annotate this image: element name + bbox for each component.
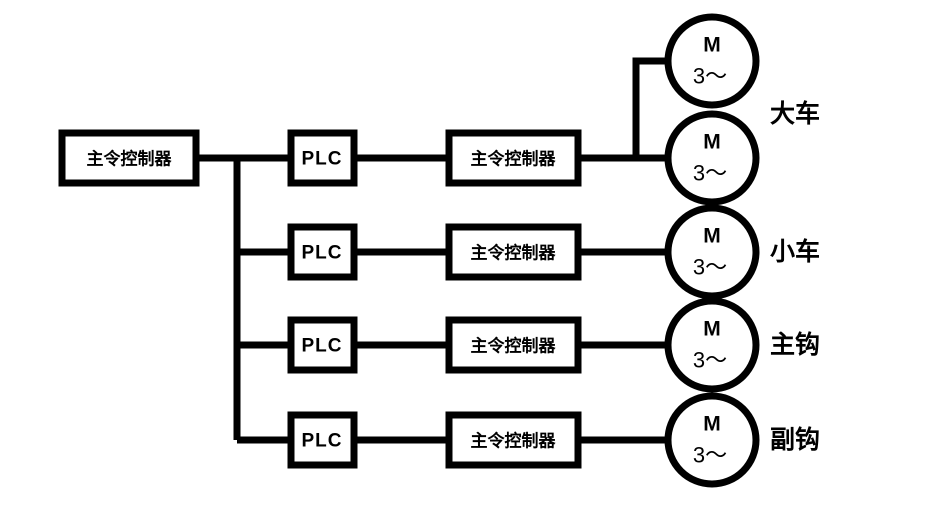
controller-box-4[interactable] bbox=[445, 411, 582, 469]
motor-circle-1a[interactable] bbox=[664, 13, 760, 109]
master-controller-label: 主令控制器 bbox=[87, 149, 173, 169]
plc-block-4[interactable]: PLC bbox=[287, 411, 358, 469]
plc-label-3: PLC bbox=[302, 336, 343, 357]
motor-letter-1a: M bbox=[703, 34, 721, 57]
controller-box-2[interactable] bbox=[445, 223, 582, 281]
side-label-fugou: 副钩 bbox=[770, 426, 820, 454]
motor-phase-4: 3～ bbox=[693, 443, 727, 468]
controller-box-3[interactable] bbox=[445, 316, 582, 374]
controller-label-3: 主令控制器 bbox=[471, 336, 557, 356]
plc-block-3[interactable]: PLC bbox=[287, 316, 358, 374]
row-zhugou: PLC 主令控制器 M 3～ 主钩 bbox=[287, 297, 820, 393]
wire-branch-to-motor-1a bbox=[632, 57, 671, 158]
motor-phase-2: 3～ bbox=[693, 255, 727, 280]
side-label-xiaoche: 小车 bbox=[770, 237, 820, 266]
plc-label-2: PLC bbox=[302, 243, 343, 264]
motor-3[interactable]: M 3～ bbox=[664, 297, 760, 393]
plc-box-1[interactable] bbox=[287, 129, 358, 187]
row-fugou: PLC 主令控制器 M 3～ 副钩 bbox=[287, 392, 820, 488]
motor-circle-4[interactable] bbox=[664, 392, 760, 488]
motor-2[interactable]: M 3～ bbox=[664, 204, 760, 300]
controller-block-4[interactable]: 主令控制器 bbox=[445, 411, 582, 469]
master-controller-box[interactable] bbox=[58, 129, 200, 187]
motor-circle-2[interactable] bbox=[664, 204, 760, 300]
motor-1b[interactable]: M 3～ bbox=[664, 110, 760, 206]
controller-label-4: 主令控制器 bbox=[471, 431, 557, 451]
motor-letter-4: M bbox=[703, 413, 721, 436]
row-daiche: PLC 主令控制器 M 3～ M 3～ 大车 bbox=[287, 13, 820, 206]
motor-phase-1a: 3～ bbox=[693, 64, 727, 89]
motor-letter-2: M bbox=[703, 225, 721, 248]
motor-circle-3[interactable] bbox=[664, 297, 760, 393]
master-controller-block[interactable]: 主令控制器 bbox=[58, 129, 200, 187]
wiring-harness bbox=[196, 57, 671, 444]
motor-4[interactable]: M 3～ bbox=[664, 392, 760, 488]
controller-box-1[interactable] bbox=[445, 129, 582, 187]
controller-label-2: 主令控制器 bbox=[471, 243, 557, 263]
plc-label-4: PLC bbox=[302, 431, 343, 452]
plc-box-2[interactable] bbox=[287, 223, 358, 281]
motor-phase-3: 3～ bbox=[693, 348, 727, 373]
controller-block-1[interactable]: 主令控制器 bbox=[445, 129, 582, 187]
motor-phase-1b: 3～ bbox=[693, 161, 727, 186]
motor-1a[interactable]: M 3～ bbox=[664, 13, 760, 109]
plc-block-1[interactable]: PLC bbox=[287, 129, 358, 187]
controller-block-2[interactable]: 主令控制器 bbox=[445, 223, 582, 281]
controller-label-1: 主令控制器 bbox=[471, 149, 557, 169]
motor-letter-3: M bbox=[703, 318, 721, 341]
side-label-daiche: 大车 bbox=[770, 99, 820, 128]
motor-letter-1b: M bbox=[703, 131, 721, 154]
motor-circle-1b[interactable] bbox=[664, 110, 760, 206]
plc-box-3[interactable] bbox=[287, 316, 358, 374]
side-label-zhugou: 主钩 bbox=[770, 331, 820, 359]
row-xiaoche: PLC 主令控制器 M 3～ 小车 bbox=[287, 204, 820, 300]
controller-block-3[interactable]: 主令控制器 bbox=[445, 316, 582, 374]
plc-box-4[interactable] bbox=[287, 411, 358, 469]
plc-block-2[interactable]: PLC bbox=[287, 223, 358, 281]
plc-label-1: PLC bbox=[302, 149, 343, 170]
